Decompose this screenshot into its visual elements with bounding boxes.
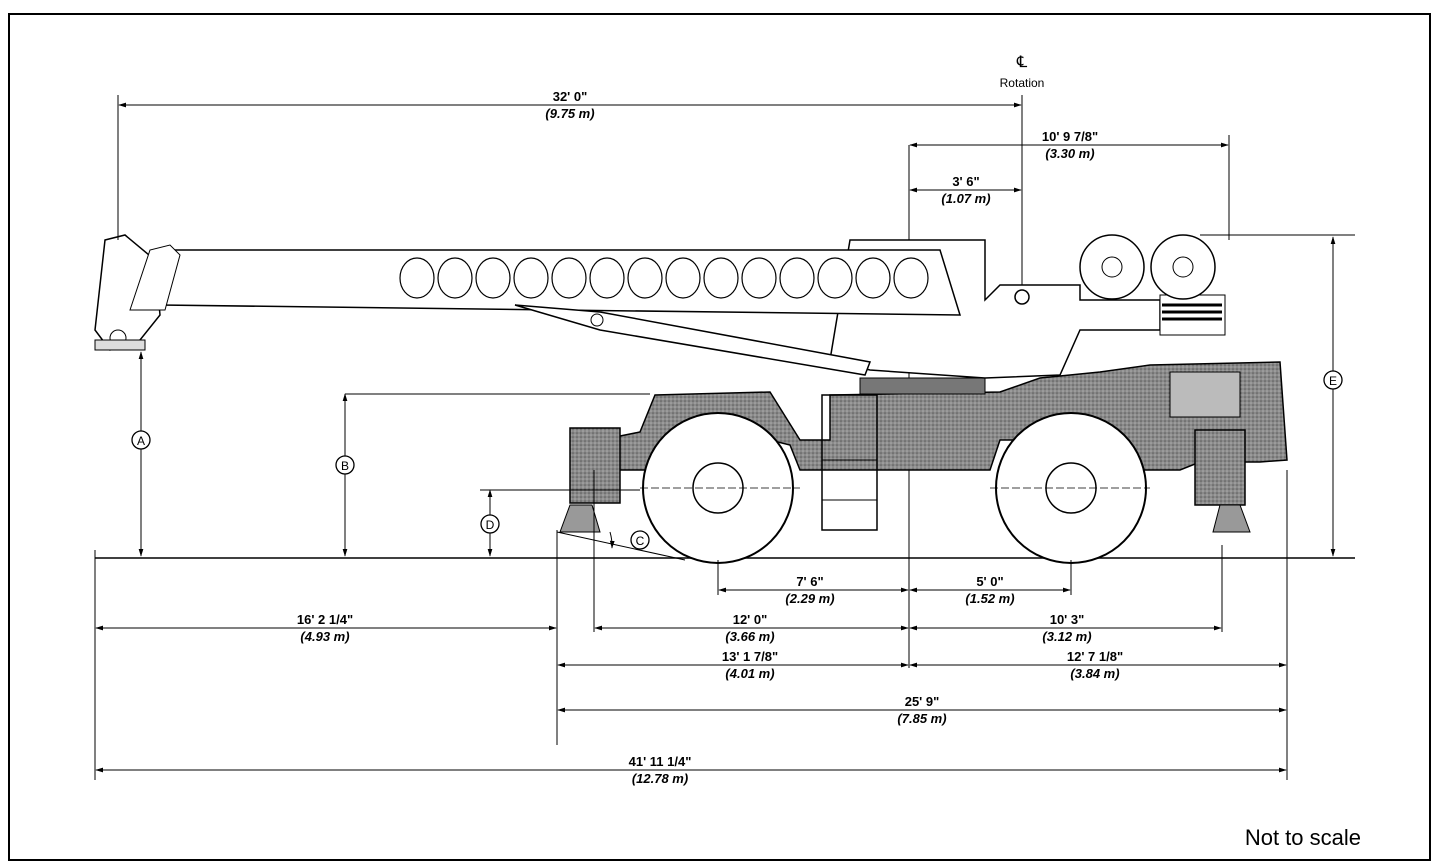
front-outrigger <box>569 427 621 504</box>
centerline-symbol: ℄ <box>1016 54 1028 71</box>
dim-overall-metric: (12.78 m) <box>632 771 688 786</box>
svg-text:B: B <box>341 459 349 473</box>
dim-boom-reach-imperial: 32' 0" <box>553 89 588 104</box>
dim-boom-overhang-imperial: 16' 2 1/4" <box>297 612 353 627</box>
callout-a: A <box>131 430 151 450</box>
dim-rotation-offset-metric: (1.07 m) <box>941 191 990 206</box>
callout-e: E <box>1323 370 1343 390</box>
dim-front-metric: (4.01 m) <box>725 666 774 681</box>
rear-outrigger <box>1194 429 1246 506</box>
dim-boom-overhang-metric: (4.93 m) <box>300 629 349 644</box>
drawing-border <box>8 13 1431 861</box>
access-ladder <box>821 394 878 531</box>
dim-rear-outrigger-metric: (3.12 m) <box>1042 629 1091 644</box>
crane-illustration <box>94 234 1288 564</box>
dim-overall-imperial: 41' 11 1/4" <box>629 754 692 769</box>
svg-text:D: D <box>486 518 495 532</box>
dim-rear-metric: (3.84 m) <box>1070 666 1119 681</box>
dim-front-axle-metric: (2.29 m) <box>785 591 834 606</box>
dim-rear-overhang-outer-imperial: 10' 9 7/8" <box>1042 129 1098 144</box>
dim-carrier-metric: (7.85 m) <box>897 711 946 726</box>
dim-front-outrigger-metric: (3.66 m) <box>725 629 774 644</box>
svg-text:A: A <box>137 434 145 448</box>
dim-front-imperial: 13' 1 7/8" <box>722 649 778 664</box>
dim-rear-imperial: 12' 7 1/8" <box>1067 649 1123 664</box>
dim-rear-axle-metric: (1.52 m) <box>965 591 1014 606</box>
lift-cylinder <box>514 304 872 376</box>
dim-rotation-offset-imperial: 3' 6" <box>952 174 979 189</box>
centerline-label: ℄ Rotation <box>1000 54 1045 90</box>
dim-front-outrigger-imperial: 12' 0" <box>733 612 768 627</box>
centerline-text: Rotation <box>1000 76 1045 90</box>
callout-c: C <box>630 530 650 550</box>
dim-boom-reach-metric: (9.75 m) <box>545 106 594 121</box>
dim-front-axle-imperial: 7' 6" <box>796 574 823 589</box>
dim-rear-overhang-outer-metric: (3.30 m) <box>1045 146 1094 161</box>
callout-d: D <box>480 514 500 534</box>
turntable <box>859 377 986 395</box>
callout-b: B <box>335 455 355 475</box>
svg-text:E: E <box>1329 374 1337 388</box>
scale-note: Not to scale <box>1244 825 1361 850</box>
dim-rear-outrigger-imperial: 10' 3" <box>1050 612 1085 627</box>
dim-carrier-imperial: 25' 9" <box>905 694 940 709</box>
cab-window <box>1169 371 1241 418</box>
dim-rear-axle-imperial: 5' 0" <box>976 574 1003 589</box>
svg-text:C: C <box>636 534 645 548</box>
